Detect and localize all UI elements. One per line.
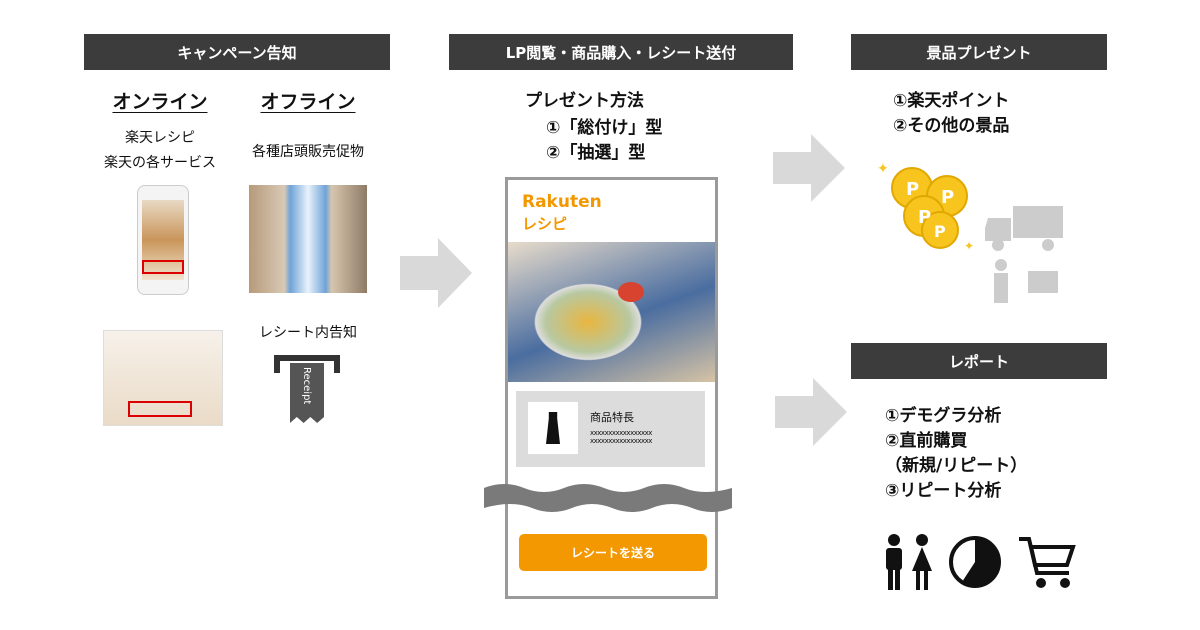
store-photo — [249, 185, 367, 293]
coins-icon: P P P P ✦ ✦ — [877, 161, 974, 253]
prize-2: ②その他の景品 — [893, 116, 1010, 136]
people-icon — [886, 534, 932, 590]
method-title: プレゼント方法 — [525, 91, 644, 111]
header-report: レポート — [851, 343, 1107, 379]
arrow-right-icon — [775, 378, 847, 446]
online-desc-1: 楽天レシピ — [125, 130, 195, 146]
method-1: ①「総付け」型 — [546, 118, 663, 138]
phone-screenshot — [137, 185, 189, 295]
header-prize: 景品プレゼント — [851, 34, 1107, 70]
svg-text:P: P — [941, 187, 954, 208]
shopping-cart-icon — [1019, 537, 1076, 588]
delivery-truck-icon — [985, 206, 1063, 303]
receipt-icon: Receipt — [274, 355, 340, 425]
offline-desc: 各種店頭販売促物 — [252, 144, 364, 160]
svg-text:P: P — [934, 222, 946, 241]
svg-text:P: P — [918, 207, 931, 228]
web-screenshot — [103, 330, 223, 426]
online-desc-2: 楽天の各サービス — [104, 155, 216, 171]
food-photo — [508, 242, 715, 382]
product-text-2: xxxxxxxxxxxxxxxxx — [590, 437, 652, 445]
method-2: ②「抽選」型 — [546, 143, 646, 163]
lp-phone-frame: Rakuten レシピ 商品特長 xxxxxxxxxxxxxxxxx xxxxx… — [505, 177, 718, 599]
soy-sauce-icon — [528, 402, 578, 454]
receipt-notice-label: レシート内告知 — [259, 325, 357, 341]
header-campaign: キャンペーン告知 — [84, 34, 390, 70]
svg-text:P: P — [906, 179, 919, 200]
lp-send-receipt-button[interactable]: レシートを送る — [519, 534, 707, 571]
product-box: 商品特長 xxxxxxxxxxxxxxxxx xxxxxxxxxxxxxxxxx — [516, 391, 705, 467]
report-2: ②直前購買 — [885, 431, 968, 451]
receipt-icon-text: Receipt — [301, 367, 312, 405]
report-3: ③リピート分析 — [885, 481, 1002, 501]
svg-text:✦: ✦ — [964, 239, 974, 253]
wave-divider — [484, 484, 732, 512]
online-label: オンライン — [112, 91, 208, 113]
prize-1: ①楽天ポイント — [893, 91, 1010, 111]
report-2-sub: （新規/リピート） — [885, 456, 1028, 476]
svg-text:✦: ✦ — [877, 161, 889, 177]
rakuten-logo: Rakuten — [522, 192, 602, 212]
pie-chart-icon — [949, 536, 1001, 588]
offline-label: オフライン — [260, 91, 356, 113]
recipe-logo: レシピ — [522, 215, 568, 233]
product-text-1: xxxxxxxxxxxxxxxxx — [590, 429, 652, 437]
arrow-right-icon — [400, 238, 472, 308]
report-1: ①デモグラ分析 — [885, 406, 1002, 426]
header-lp: LP閲覧・商品購入・レシート送付 — [449, 34, 793, 70]
product-title: 商品特長 — [590, 411, 634, 424]
arrow-right-icon — [773, 134, 845, 202]
